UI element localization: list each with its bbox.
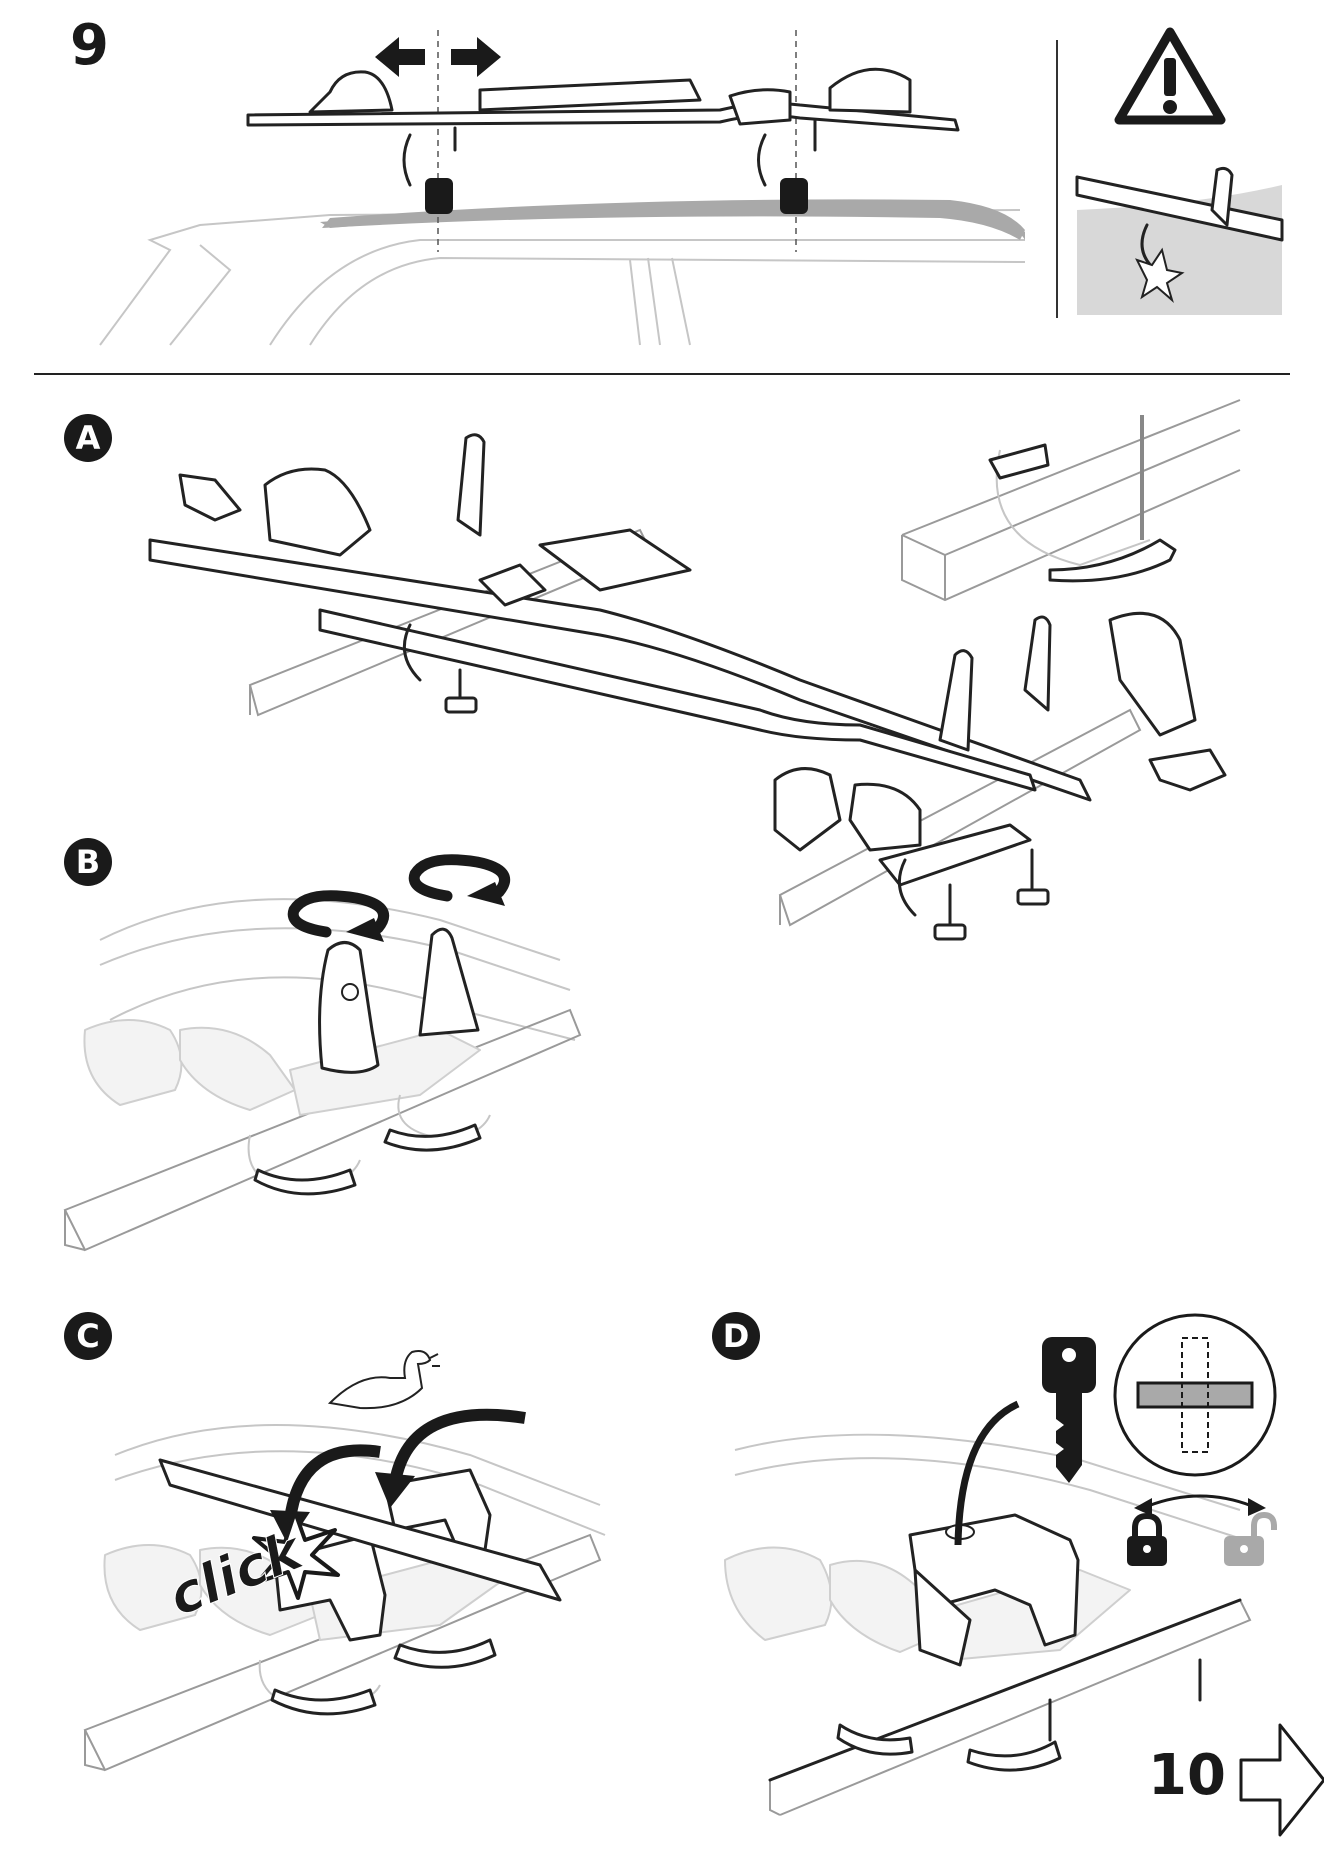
warning-inset-image	[1075, 165, 1284, 315]
top-vertical-divider	[1056, 40, 1058, 318]
rotate-arrow-icon	[408, 854, 510, 906]
warning-icon	[1114, 27, 1226, 125]
panel-d-illustration	[724, 1433, 1252, 1816]
strong-arm-icon	[327, 1350, 440, 1410]
turn-arrow-icon	[1134, 1494, 1266, 1516]
key-icon	[1042, 1337, 1096, 1483]
double-arrow-icon	[375, 37, 501, 77]
panel-b-illustration	[63, 898, 582, 1252]
panel-a-illustration	[148, 433, 1227, 941]
panel-c-badge: C	[64, 1312, 112, 1360]
click-burst-icon	[252, 1510, 340, 1600]
next-arrow-icon	[1239, 1723, 1324, 1837]
rotate-arrow-icon	[287, 890, 389, 942]
panel-c-illustration	[83, 1424, 606, 1772]
panel-a-badge: A	[64, 414, 112, 462]
press-down-arrow-icon	[270, 1408, 526, 1545]
panel-d-badge: D	[712, 1312, 760, 1360]
lock-position-diagram	[1113, 1313, 1277, 1477]
section-divider	[34, 373, 1290, 375]
next-step-number: 10	[1148, 1743, 1226, 1808]
panel-b-badge: B	[64, 838, 112, 886]
lock-closed-icon	[1127, 1512, 1167, 1566]
key-insert-arrow-icon	[954, 1400, 1020, 1546]
step-number: 9	[70, 13, 109, 78]
top-car-illustration	[99, 30, 1026, 346]
lock-open-icon	[1224, 1511, 1277, 1566]
panel-a-hook-inset	[901, 399, 1241, 602]
